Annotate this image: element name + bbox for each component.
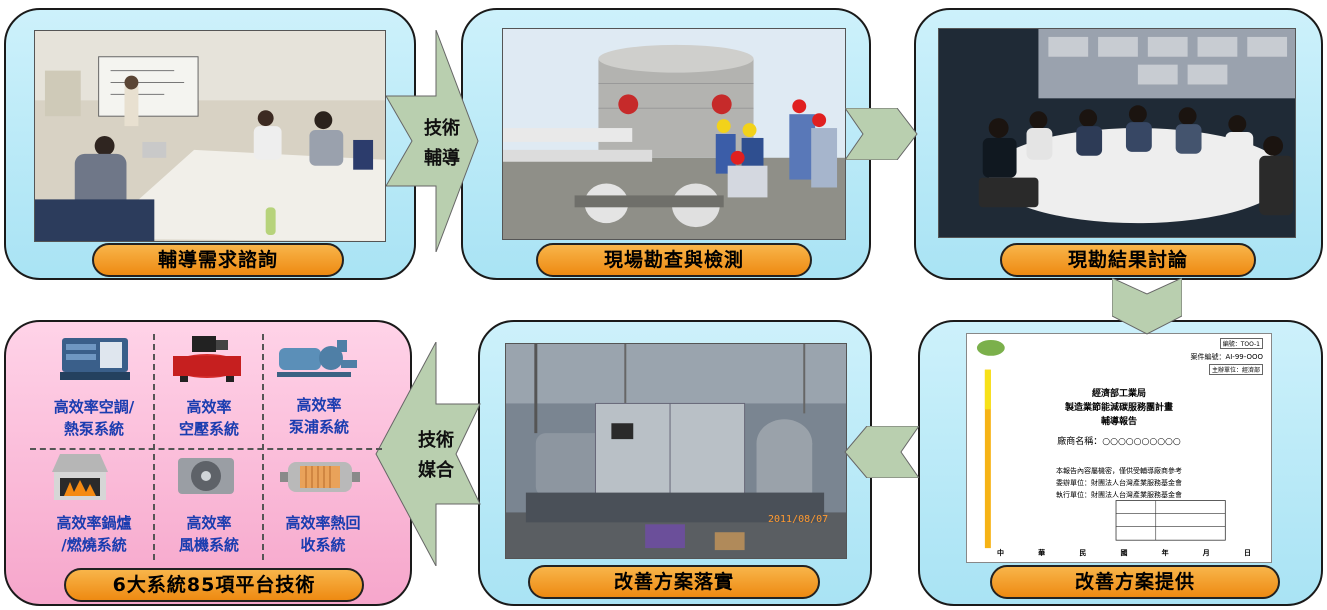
report-footer: 中 華 民 國 年 月 日 bbox=[997, 548, 1251, 558]
grid-divider bbox=[30, 448, 382, 450]
chiller-icon bbox=[60, 338, 130, 380]
report-footer-char: 中 bbox=[997, 549, 1004, 557]
arrow-label-guidance-1: 技術 bbox=[424, 118, 460, 139]
arrow-technical-guidance bbox=[386, 30, 479, 252]
photo-site-inspection bbox=[502, 28, 846, 240]
heat-recovery-icon bbox=[280, 462, 360, 492]
grid-divider bbox=[153, 334, 155, 560]
step-label-discussion: 現勘結果討論 bbox=[1000, 243, 1256, 277]
arrow-label-matching-2: 媒合 bbox=[418, 460, 454, 481]
arrow-label-matching-1: 技術 bbox=[418, 430, 454, 451]
report-form-number: 編號：TOO-1 bbox=[1219, 338, 1263, 349]
boiler-icon bbox=[52, 454, 108, 500]
report-tag: 主辦單位：經濟部 bbox=[1208, 364, 1263, 375]
report-footer-char: 華 bbox=[1038, 549, 1046, 557]
report-line-3: 執行單位：財團法人台灣產業服務基金會 bbox=[1056, 491, 1182, 499]
air-compressor-icon bbox=[173, 336, 241, 382]
step-label-proposal: 改善方案提供 bbox=[990, 565, 1280, 599]
report-title-2: 製造業節能減碳服務團計畫 bbox=[1064, 403, 1173, 413]
photo-report-cover: 編號：TOO-1 案件編號：AI-99-OOO 主辦單位：經濟部 經濟部工業局 … bbox=[966, 333, 1272, 563]
arrow-label-guidance-2: 輔導 bbox=[424, 148, 460, 169]
photo-date-stamp: 2011/08/07 bbox=[768, 514, 829, 525]
step-label-implementation: 改善方案落實 bbox=[528, 565, 820, 599]
pump-icon bbox=[277, 340, 357, 377]
arrow-step3-to-step4 bbox=[1112, 278, 1182, 335]
report-footer-char: 年 bbox=[1161, 549, 1169, 557]
report-company: 廠商名稱：○○○○○○○○○○ bbox=[1057, 437, 1181, 447]
photo-result-discussion bbox=[938, 28, 1296, 238]
step-label-inspection: 現場勘查與檢測 bbox=[536, 243, 812, 277]
report-footer-char: 民 bbox=[1079, 549, 1087, 557]
step-label-consultation: 輔導需求諮詢 bbox=[92, 243, 344, 277]
report-title-3: 輔導報告 bbox=[1100, 417, 1137, 427]
system-label-compressor: 高效率空壓系統 bbox=[178, 398, 239, 438]
arrow-step4-to-step5 bbox=[844, 426, 919, 478]
system-label-hvac: 高效率空調/熱泵系統 bbox=[53, 398, 135, 438]
system-label-heat-recovery: 高效率熱回收系統 bbox=[285, 514, 361, 554]
report-serial: 案件編號：AI-99-OOO bbox=[1190, 353, 1263, 361]
system-label-pump: 高效率泵浦系統 bbox=[288, 396, 349, 436]
report-line-2: 委辦單位：財團法人台灣產業服務基金會 bbox=[1056, 479, 1182, 487]
photo-consultation-meeting bbox=[34, 30, 386, 242]
photo-chiller-implementation: 2011/08/07 bbox=[505, 343, 847, 559]
report-footer-char: 國 bbox=[1120, 549, 1128, 557]
report-title-1: 經濟部工業局 bbox=[1091, 389, 1146, 399]
report-footer-char: 月 bbox=[1202, 549, 1210, 557]
fan-icon bbox=[178, 458, 234, 494]
grid-divider bbox=[262, 334, 264, 560]
system-label-fan: 高效率風機系統 bbox=[178, 514, 239, 554]
report-line-1: 本報告內容屬機密，僅供受輔導廠商參考 bbox=[1056, 467, 1182, 475]
system-label-boiler: 高效率鍋爐/燃燒系統 bbox=[56, 514, 132, 554]
arrow-technical-matching bbox=[375, 342, 481, 566]
platform-title: 6大系統85項平台技術 bbox=[64, 568, 364, 602]
arrow-step2-to-step3 bbox=[845, 108, 918, 160]
report-footer-char: 日 bbox=[1243, 549, 1251, 557]
